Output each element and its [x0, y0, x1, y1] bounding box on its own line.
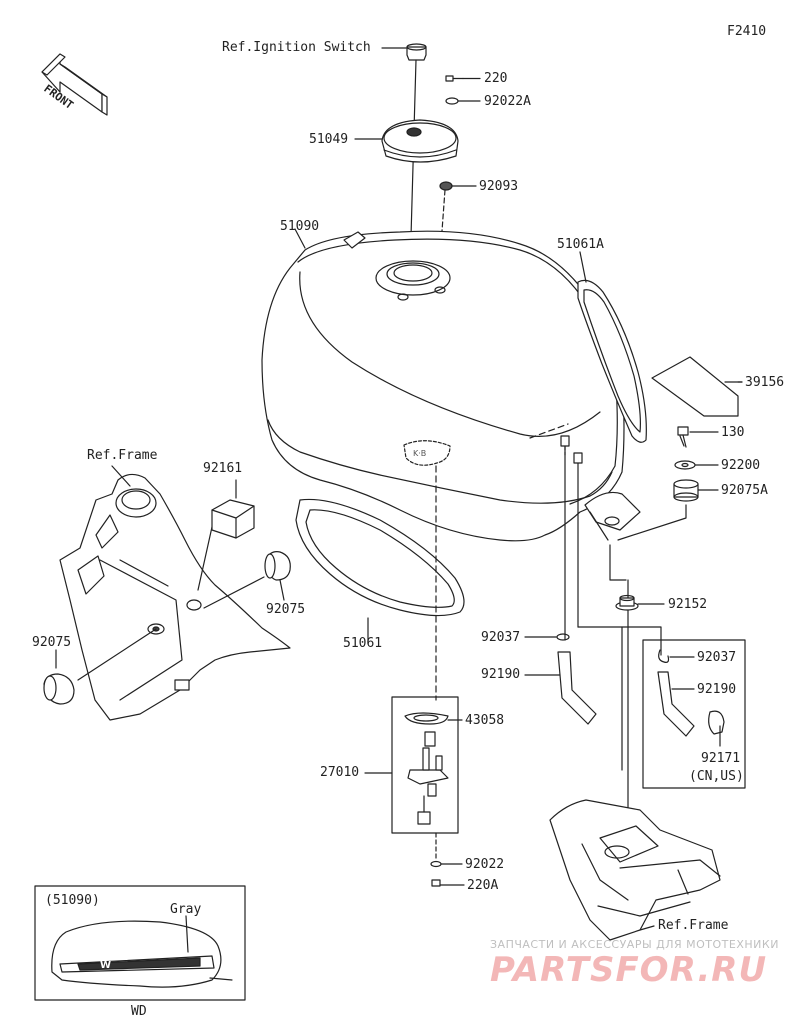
inset-box: W	[34, 885, 246, 1001]
label-92200[interactable]: 92200	[721, 458, 761, 473]
label-92075A[interactable]: 92075A	[721, 483, 768, 498]
label-ref-frame-left: Ref.Frame	[87, 448, 158, 463]
washer-92200	[674, 460, 719, 470]
label-ref-frame-bottom: Ref.Frame	[658, 918, 729, 933]
inset-part-label: (51090)	[45, 893, 100, 908]
label-92037-right[interactable]: 92037	[697, 650, 737, 665]
label-92190-left[interactable]: 92190	[481, 667, 521, 682]
cn-us-group	[642, 639, 746, 789]
pad-92161	[211, 479, 255, 539]
gasket-51061	[295, 498, 465, 645]
label-220[interactable]: 220	[484, 71, 508, 86]
washer-92022A	[445, 97, 481, 105]
assembly-lines	[560, 435, 687, 821]
damper-92075-right	[264, 551, 291, 601]
pad-51061A	[577, 251, 647, 443]
label-27010[interactable]: 27010	[320, 765, 360, 780]
inset-wd-label: WD	[131, 1004, 147, 1019]
label-220A[interactable]: 220A	[467, 878, 499, 893]
label-92152[interactable]: 92152	[668, 597, 708, 612]
watermark-tagline: ЗАПЧАСТИ И АКСЕССУАРЫ ДЛЯ МОТОТЕХНИКИ	[490, 938, 779, 951]
label-ref-ignition: Ref.Ignition Switch	[222, 40, 371, 55]
damper-92075-left	[43, 649, 75, 705]
sheet-39156	[651, 356, 743, 417]
label-92037-left[interactable]: 92037	[481, 630, 521, 645]
label-130[interactable]: 130	[721, 425, 745, 440]
svg-text:W: W	[100, 960, 111, 971]
label-92161[interactable]: 92161	[203, 461, 243, 476]
label-92022[interactable]: 92022	[465, 857, 505, 872]
watermark-logo[interactable]: PARTSFOR.RU	[490, 950, 768, 990]
bolt-130	[677, 426, 719, 448]
leader-lines	[381, 47, 743, 541]
bolt-220	[445, 75, 481, 82]
label-51061[interactable]: 51061	[343, 636, 383, 651]
label-92093[interactable]: 92093	[479, 179, 519, 194]
label-51061A[interactable]: 51061A	[557, 237, 604, 252]
label-51090[interactable]: 51090	[280, 219, 320, 234]
fuel-tank-51090: K·B	[261, 228, 641, 542]
label-43058[interactable]: 43058	[465, 713, 505, 728]
frame-left	[59, 465, 291, 721]
label-92075-left[interactable]: 92075	[32, 635, 72, 650]
label-92190-right[interactable]: 92190	[697, 682, 737, 697]
fuel-cap-51049	[354, 119, 459, 163]
damper-92075A	[673, 479, 719, 502]
label-cn-us: (CN,US)	[689, 769, 744, 784]
label-51049[interactable]: 51049	[309, 132, 349, 147]
fuel-pump-27010	[364, 465, 465, 887]
label-92171[interactable]: 92171	[701, 751, 741, 766]
svg-text:K·B: K·B	[413, 449, 426, 458]
hose-92190-left	[524, 633, 597, 725]
front-arrow-icon	[41, 53, 108, 116]
frame-bottom	[549, 799, 721, 941]
label-92075-right[interactable]: 92075	[266, 602, 306, 617]
inset-gray-label: Gray	[170, 902, 202, 917]
label-92022A[interactable]: 92022A	[484, 94, 531, 109]
label-39156[interactable]: 39156	[745, 375, 785, 390]
collar-92152	[615, 594, 665, 611]
diagram-code: F2410	[727, 24, 767, 39]
